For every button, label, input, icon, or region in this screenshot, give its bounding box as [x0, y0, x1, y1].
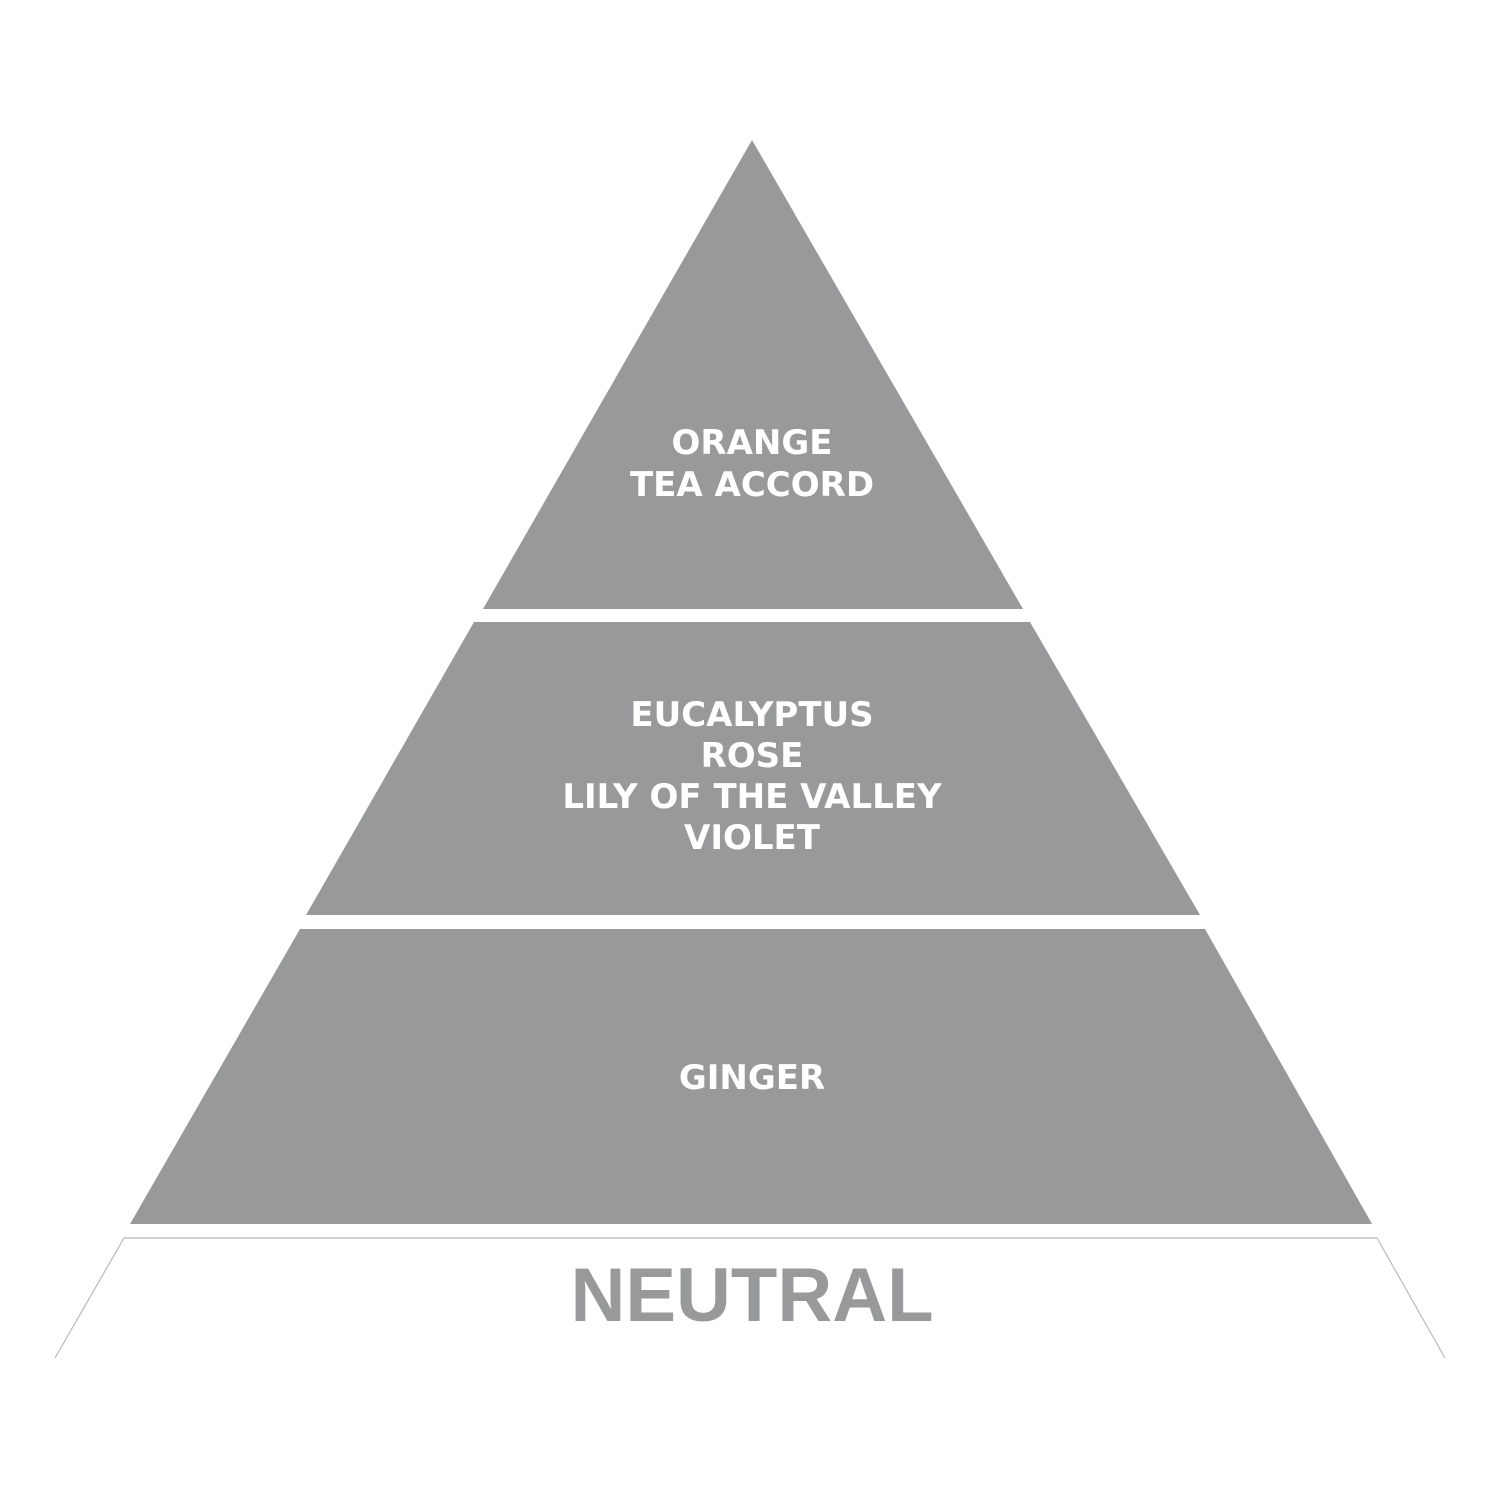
base-notes-tier [130, 929, 1372, 1224]
top-notes-line-1: ORANGE [672, 423, 833, 463]
top-notes-tier [483, 140, 1023, 609]
heart-notes-line-3: LILY OF THE VALLEY [562, 777, 942, 817]
heart-notes-line-1: EUCALYPTUS [630, 695, 873, 735]
heart-notes-line-4: VIOLET [684, 818, 821, 858]
base-notes-line-1: GINGER [679, 1058, 825, 1098]
top-notes-line-2: TEA ACCORD [630, 465, 874, 505]
base-label: NEUTRAL [570, 1253, 933, 1338]
heart-notes-line-2: ROSE [701, 736, 804, 776]
base-band-outline [54, 1237, 1446, 1359]
heart-notes-tier [306, 622, 1200, 915]
